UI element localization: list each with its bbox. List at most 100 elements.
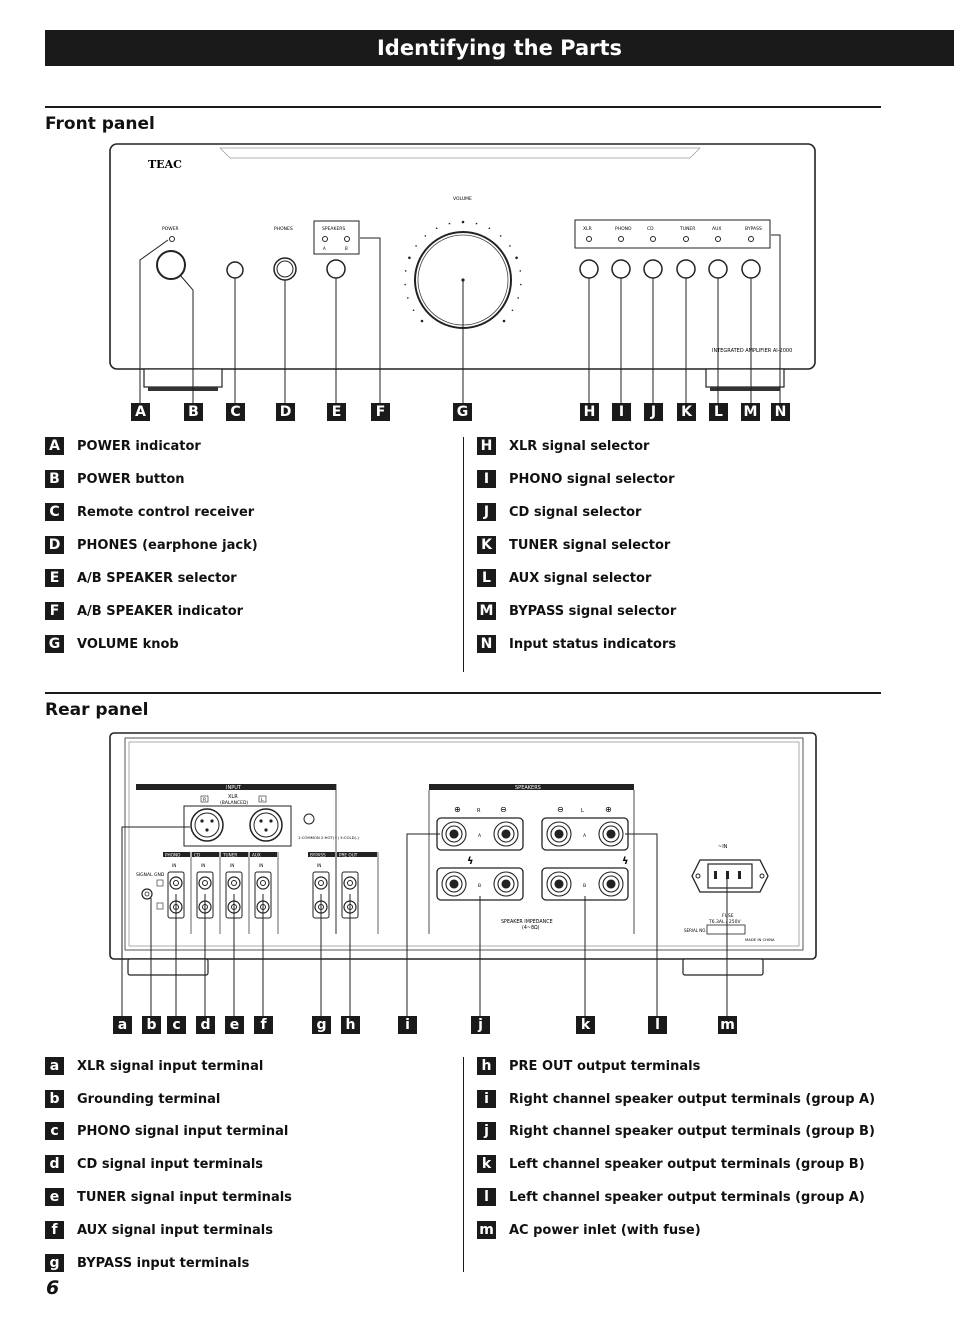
volume-scale-dot: [408, 256, 411, 260]
volume-scale-dot: [412, 309, 415, 312]
speakers-a-label: A: [323, 246, 326, 251]
legend-label: TUNER signal selector: [509, 538, 671, 553]
rca-group-header: [308, 852, 335, 857]
legend-label: AUX signal input terminals: [77, 1223, 273, 1238]
rca-jack-center: [260, 880, 266, 886]
serial-label: SERIAL NO.: [684, 928, 707, 933]
speaker-binding-post-ring: [554, 879, 564, 889]
shock-warning-icon: ϟ: [622, 856, 629, 867]
rca-jack-center: [202, 880, 208, 886]
plus-icon: ⊕: [454, 805, 461, 814]
rca-jack[interactable]: [256, 876, 270, 890]
input-selector-button[interactable]: [741, 259, 761, 279]
input-selector-button[interactable]: [579, 259, 599, 279]
input-status-led: [586, 236, 592, 242]
rca-group-label: AUX: [252, 853, 261, 858]
xlr-l-label: L: [261, 797, 264, 803]
rear-legend-divider: [463, 1057, 464, 1272]
rca-in-label: IN: [317, 863, 321, 868]
legend-label: VOLUME knob: [77, 637, 179, 652]
speaker-group-label: B: [583, 883, 586, 889]
front-panel-illustration: TEAC POWER PHONES SPEAKERS A B VOLUME XL…: [109, 143, 816, 403]
legend-tag: F: [45, 602, 64, 620]
callout-tag: i: [398, 1016, 417, 1034]
legend-tag: L: [477, 569, 496, 587]
input-selector-label: TUNER: [679, 226, 695, 232]
volume-scale-dot: [475, 222, 478, 225]
volume-scale-dot: [407, 297, 409, 299]
callout-tag: l: [648, 1016, 667, 1034]
callout-tag: H: [580, 403, 599, 421]
rca-group-header: [221, 852, 248, 857]
legend-label: POWER button: [77, 472, 185, 487]
legend-label: Remote control receiver: [77, 505, 255, 520]
model-label: INTEGRATED AMPLIFIER AI-2000: [712, 348, 792, 354]
callout-tag: G: [453, 403, 472, 421]
volume-scale-dot: [502, 319, 506, 323]
speaker-binding-post-ring: [606, 879, 616, 889]
callout-tag: e: [225, 1016, 244, 1034]
callout-tag: m: [718, 1016, 737, 1034]
legend-label: AUX signal selector: [509, 571, 652, 586]
speaker-binding-post-ring: [501, 879, 511, 889]
input-selector-label: BYPASS: [745, 226, 762, 232]
callout-tag: J: [644, 403, 663, 421]
rca-group-label: CD: [194, 853, 200, 858]
legend-tag: e: [45, 1188, 64, 1206]
page-number: 6: [46, 1277, 60, 1299]
legend-label: PHONES (earphone jack): [77, 538, 258, 553]
legend-tag: I: [477, 470, 496, 488]
volume-scale-dot: [448, 222, 451, 225]
volume-scale-dot: [435, 227, 438, 230]
legend-tag: G: [45, 635, 64, 653]
input-selector-button[interactable]: [611, 259, 631, 279]
rca-jack[interactable]: [169, 876, 183, 890]
legend-label: AC power inlet (with fuse): [509, 1223, 701, 1238]
legend-label: PHONO signal input terminal: [77, 1124, 289, 1139]
volume-scale-dot: [520, 283, 522, 286]
callout-tag: C: [226, 403, 245, 421]
legend-item: B POWER button: [45, 470, 445, 490]
grounding-terminal: [141, 888, 153, 900]
callout-tag: b: [142, 1016, 161, 1034]
rca-jack[interactable]: [198, 876, 212, 890]
legend-tag: N: [477, 635, 496, 653]
input-selector-button[interactable]: [643, 259, 663, 279]
callout-tag: M: [741, 403, 760, 421]
remote-receiver: [226, 261, 244, 279]
rca-group-header: [192, 852, 219, 857]
ac-in-label: ~IN: [718, 844, 728, 850]
callout-tag: I: [612, 403, 631, 421]
rca-jack[interactable]: [314, 876, 328, 890]
volume-scale-dot: [511, 309, 514, 312]
callout-tag: B: [184, 403, 203, 421]
input-selector-button[interactable]: [708, 259, 728, 279]
rca-jack[interactable]: [343, 876, 357, 890]
volume-scale-dot: [461, 220, 465, 224]
legend-tag: H: [477, 437, 496, 455]
shock-warning-icon: ϟ: [467, 856, 474, 867]
volume-label: VOLUME: [453, 196, 472, 202]
rca-jack[interactable]: [227, 876, 241, 890]
input-status-led: [650, 236, 656, 242]
legend-tag: K: [477, 536, 496, 554]
rca-group-label: TUNER: [222, 853, 237, 858]
legend-label: CD signal selector: [509, 505, 642, 520]
callout-tag: A: [131, 403, 150, 421]
input-selector-button[interactable]: [676, 259, 696, 279]
legend-tag: j: [477, 1122, 496, 1140]
legend-tag: B: [45, 470, 64, 488]
legend-tag: A: [45, 437, 64, 455]
legend-tag: k: [477, 1155, 496, 1173]
power-indicator-led: [169, 236, 175, 242]
fuse-rating: T6.3AL / 250V: [708, 919, 741, 925]
legend-label: BYPASS signal selector: [509, 604, 677, 619]
legend-label: XLR signal selector: [509, 439, 650, 454]
